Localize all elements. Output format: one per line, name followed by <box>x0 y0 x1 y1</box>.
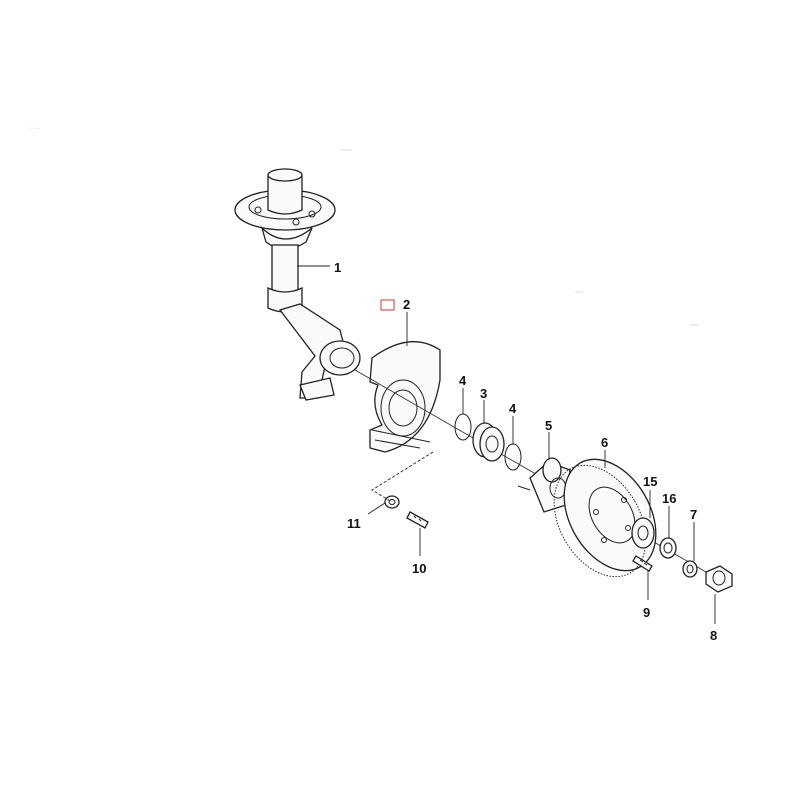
callout-11: 11 <box>347 516 361 531</box>
wheel-stud <box>632 555 653 572</box>
callout-10: 10 <box>412 561 426 576</box>
highlight-marker <box>380 299 395 311</box>
snap-ring-inner <box>454 413 472 441</box>
callout-4-inner: 4 <box>459 373 467 388</box>
callout-5: 5 <box>545 418 552 433</box>
dust-shield <box>369 341 441 453</box>
callout-4-outer: 4 <box>509 401 517 416</box>
callout-7: 7 <box>690 507 697 522</box>
callout-8: 8 <box>710 628 717 643</box>
faint-mark: · · · <box>30 125 41 132</box>
callout-3: 3 <box>480 386 487 401</box>
seal-ring <box>631 517 655 549</box>
callout-6: 6 <box>601 435 608 450</box>
leader-lines <box>297 265 716 624</box>
snap-ring-outer <box>504 443 522 471</box>
callout-9: 9 <box>643 605 650 620</box>
callout-2: 2 <box>403 297 410 312</box>
wheel-bearing <box>472 422 505 462</box>
wheel-hub <box>517 457 571 513</box>
brake-disc <box>553 458 657 578</box>
strut-assembly <box>234 168 361 401</box>
callout-15: 15 <box>643 474 657 489</box>
axle-nut <box>705 565 733 593</box>
callout-16: 16 <box>662 491 676 506</box>
outer-bearing <box>659 537 677 559</box>
callout-1: 1 <box>334 260 341 275</box>
washer <box>682 560 698 578</box>
shield-bolt <box>406 511 429 529</box>
